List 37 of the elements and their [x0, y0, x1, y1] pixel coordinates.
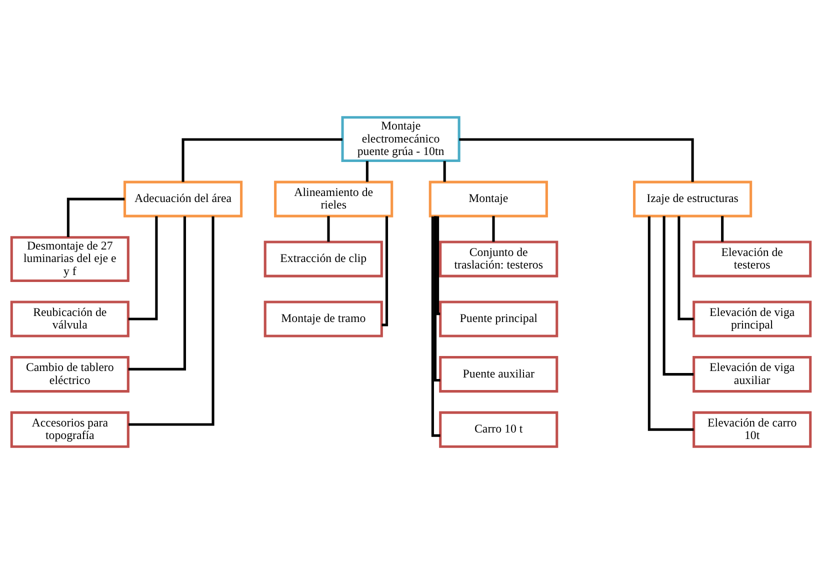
node-box: Adecuación del área [123, 180, 243, 217]
node-box: Conjunto de traslación: testeros [439, 240, 558, 277]
node-box: Reubicación de válvula [10, 300, 130, 337]
connector [382, 216, 388, 326]
connector [327, 216, 330, 242]
connector [366, 160, 368, 182]
node-box: Elevación de viga principal [692, 300, 812, 337]
connector [721, 216, 724, 242]
connector [182, 138, 342, 182]
node-box: Elevación de testeros [692, 240, 812, 277]
connector [128, 216, 186, 370]
connector [128, 216, 158, 320]
connector [434, 216, 440, 382]
node-box: Elevación de viga auxiliar [692, 356, 812, 392]
node-box: Montaje electromecánico puente grúa - 10tn [341, 116, 460, 162]
node-box: Izaje de estructuras [633, 180, 752, 217]
connector [459, 138, 694, 182]
node-box: Extracción de clip [264, 240, 383, 277]
connector [678, 216, 694, 320]
connector [128, 216, 214, 426]
connector [436, 216, 440, 315]
node-box: Puente auxiliar [439, 356, 558, 392]
node-box: Montaje [428, 180, 548, 217]
node-box: Accesorios para topografía [10, 410, 130, 448]
node-box: Carro 10 t [439, 410, 558, 448]
connector [443, 160, 446, 182]
node-box: Alineamiento de rieles [274, 180, 394, 217]
connector [648, 216, 694, 430]
node-box: Elevación de carro 10t [692, 410, 812, 448]
connector [492, 216, 495, 242]
connector [66, 197, 125, 237]
connector [431, 216, 440, 436]
connector [662, 216, 694, 376]
node-box: Desmontaje de 27 luminarias del eje e y f [10, 236, 130, 282]
node-box: Montaje de tramo [264, 300, 383, 337]
node-box: Puente principal [439, 300, 558, 337]
node-box: Cambio de tablero eléctrico [10, 356, 130, 392]
